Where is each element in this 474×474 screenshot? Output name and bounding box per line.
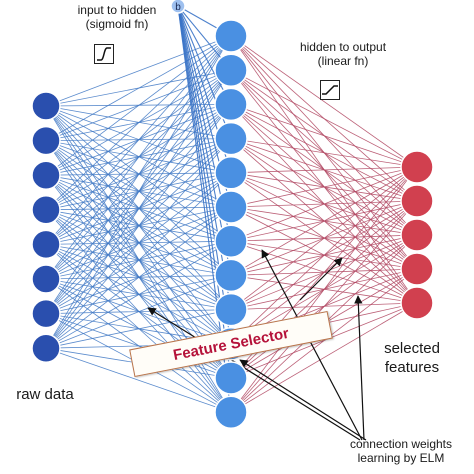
hidden-output-edge [230, 35, 418, 168]
bias-edge [177, 5, 232, 310]
linear-fn-icon [320, 80, 340, 100]
hidden-to-output-text: hidden to output [299, 40, 387, 54]
input-hidden-edge [45, 275, 232, 349]
learning-by-elm-text: learning by ELM [357, 451, 445, 465]
input-hidden-edge [45, 35, 232, 314]
features-text: features [384, 359, 440, 376]
input-hidden-edge [45, 35, 232, 107]
output-node [400, 150, 434, 184]
hidden-output-edge [230, 166, 418, 413]
hidden-output-edge [230, 166, 418, 208]
bias-label: b [175, 2, 181, 13]
bias-edge [177, 5, 232, 105]
connection-weights-label: connection weights learning by ELM [336, 437, 466, 465]
input-hidden-edge [45, 35, 232, 245]
hidden-node [214, 87, 248, 122]
sigmoid-fn-icon [94, 44, 114, 64]
input-node [31, 298, 61, 329]
hidden-node [214, 53, 248, 87]
hidden-output-edge [230, 166, 418, 345]
input-to-hidden-text: input to hidden [77, 3, 157, 17]
callout-arrow [299, 257, 343, 301]
hidden-node [214, 19, 248, 53]
hidden-node [214, 258, 248, 293]
input-hidden-edge [45, 240, 232, 349]
hidden-output-edge [230, 138, 418, 168]
hidden-node [214, 361, 248, 395]
input-hidden-edge [45, 35, 232, 176]
input-node [31, 91, 61, 121]
output-node [400, 184, 434, 218]
hidden-output-edge [230, 200, 418, 413]
input-hidden-edge [45, 35, 232, 141]
hidden-node [214, 190, 248, 224]
hidden-node [214, 395, 248, 429]
hidden-output-edge [230, 302, 418, 413]
linear-fn-text: (linear fn) [317, 54, 369, 68]
hidden-output-edge [230, 69, 418, 168]
raw-data-label: raw data [16, 386, 74, 403]
hidden-node [214, 121, 248, 156]
input-hidden-edge [45, 347, 232, 413]
bias-node: b [170, 0, 186, 14]
input-to-hidden-label: input to hidden (sigmoid fn) [62, 3, 172, 31]
input-hidden-edge [45, 35, 232, 211]
callout-arrow [354, 295, 365, 441]
connection-weights-text: connection weights [349, 437, 453, 451]
callout-arrow [261, 249, 363, 441]
hidden-output-edge [230, 166, 418, 242]
callout-arrow [239, 359, 367, 441]
output-node [400, 286, 434, 320]
input-node [31, 229, 61, 260]
input-node [31, 195, 61, 225]
input-node [31, 333, 61, 363]
hidden-to-output-label: hidden to output (linear fn) [288, 40, 398, 68]
hidden-output-connections [230, 35, 418, 413]
hidden-output-edge [230, 166, 418, 174]
callout-arrows [147, 249, 367, 441]
hidden-node [214, 292, 248, 327]
input-node [31, 264, 61, 294]
hidden-node [214, 224, 248, 258]
hidden-output-edge [230, 268, 418, 413]
input-hidden-edge [45, 309, 232, 349]
sigmoid-fn-text: (sigmoid fn) [85, 17, 149, 31]
selected-features-label: selected features [372, 339, 452, 377]
callout-arrow [147, 307, 361, 441]
input-hidden-edge [45, 206, 232, 349]
input-hidden-edge [45, 172, 232, 349]
output-node [400, 252, 434, 286]
output-node [400, 218, 434, 252]
input-node [31, 160, 61, 190]
hidden-output-edge [230, 166, 418, 310]
input-node [31, 125, 61, 156]
hidden-node [214, 156, 248, 190]
selected-text: selected [384, 340, 440, 357]
hidden-output-edge [230, 104, 418, 168]
